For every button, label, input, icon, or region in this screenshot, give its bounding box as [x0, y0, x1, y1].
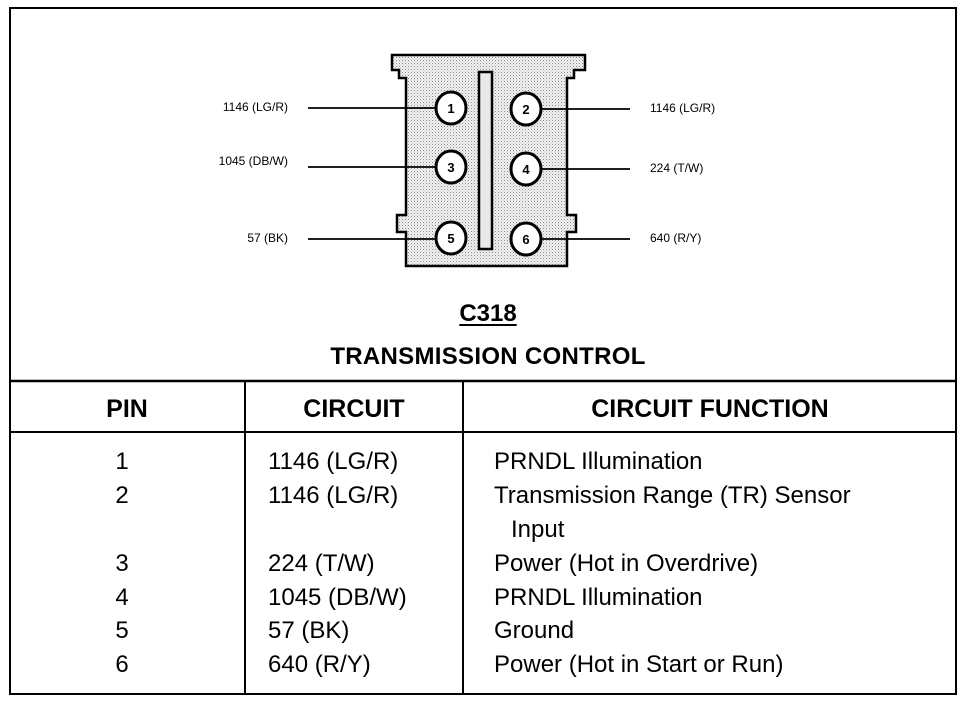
- wire-label-pin-2: 1146 (LG/R): [650, 101, 716, 115]
- row-4-pin: 4: [115, 584, 129, 611]
- row-2-circuit: 1146 (LG/R): [268, 482, 399, 509]
- row-2-pin: 2: [115, 482, 129, 509]
- wire-label-pin-5: 57 (BK): [247, 231, 288, 245]
- connector-code: C318: [0, 300, 976, 328]
- row-2-function: Transmission Range (TR) Sensor: [494, 482, 851, 509]
- pin-3-cavity: [434, 149, 468, 185]
- pin-2-cavity: [509, 91, 543, 127]
- wire-label-pin-3: 1045 (DB/W): [218, 154, 288, 168]
- row-1-circuit: 1146 (LG/R): [268, 448, 399, 475]
- row-6-circuit: 640 (R/Y): [268, 651, 371, 678]
- row-5-circuit: 57 (BK): [268, 617, 350, 644]
- wire-label-pin-6: 640 (R/Y): [650, 231, 702, 245]
- wire-label-pin-1: 1146 (LG/R): [222, 100, 288, 114]
- header-circuit: CIRCUIT: [303, 395, 405, 423]
- row-1-pin: 1: [115, 448, 129, 475]
- row-5-function: Ground: [494, 617, 575, 644]
- row-4-function: PRNDL Illumination: [494, 584, 703, 611]
- connector-code-text: C318: [459, 300, 517, 327]
- pin-1-number: 1: [447, 101, 454, 116]
- header-pin: PIN: [106, 395, 148, 423]
- pin-1-cavity: [434, 90, 468, 126]
- row-6-function: Power (Hot in Start or Run): [494, 651, 784, 678]
- pin-4-number: 4: [522, 162, 530, 177]
- row-3-circuit: 224 (T/W): [268, 550, 375, 577]
- diagram-frame: [9, 7, 957, 695]
- pin-5-number: 5: [447, 231, 454, 246]
- pin-4-cavity: [509, 151, 543, 187]
- row-6-pin: 6: [115, 651, 129, 678]
- pin-2-number: 2: [522, 102, 529, 117]
- row-2-function-continued: Input: [511, 516, 565, 543]
- row-1-function: PRNDL Illumination: [494, 448, 703, 475]
- row-3-pin: 3: [115, 550, 129, 577]
- header-circuit-function: CIRCUIT FUNCTION: [591, 395, 829, 423]
- connector-name: TRANSMISSION CONTROL: [330, 343, 646, 370]
- pin-3-number: 3: [447, 160, 454, 175]
- row-3-function: Power (Hot in Overdrive): [494, 550, 759, 577]
- wire-label-pin-4: 224 (T/W): [650, 161, 704, 175]
- row-4-circuit: 1045 (DB/W): [268, 584, 407, 611]
- pin-6-number: 6: [522, 232, 529, 247]
- connector-key-bar: [477, 70, 494, 251]
- pin-5-cavity: [434, 220, 468, 256]
- pin-6-cavity: [509, 221, 543, 257]
- row-5-pin: 5: [115, 617, 129, 644]
